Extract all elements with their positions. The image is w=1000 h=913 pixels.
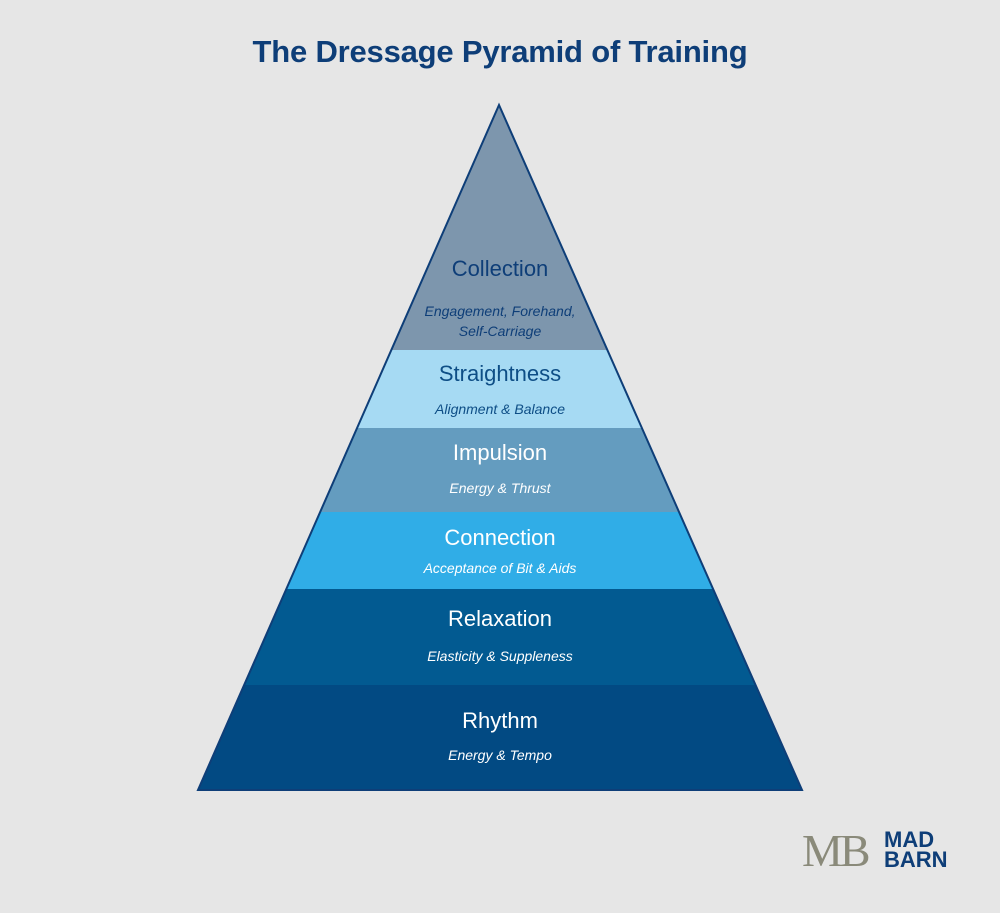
logo-word-barn: BARN [884,847,948,872]
pyramid-outline [196,102,804,791]
tier-label: Rhythm [462,708,538,733]
tier-label: Impulsion [453,440,547,465]
page-title: The Dressage Pyramid of Training [252,34,748,69]
tier-subtitle: Engagement, Forehand, [425,303,576,319]
tier-impulsion [320,428,680,512]
tier-label: Relaxation [448,606,552,631]
tier-subtitle: Self-Carriage [459,323,542,339]
tier-rhythm [198,685,802,790]
tier-subtitle: Energy & Thrust [449,480,551,496]
tier-label: Connection [444,525,555,550]
tier-straightness [357,350,642,428]
mad-barn-logo: MB MAD BARN [802,828,962,878]
tier-subtitle: Alignment & Balance [434,401,565,417]
tier-subtitle: Energy & Tempo [448,747,552,763]
logo-word-mad: MAD [884,827,935,852]
tier-connection [286,512,714,589]
logo-wordmark: MAD BARN [884,827,948,872]
tier-subtitle: Elasticity & Suppleness [427,648,573,664]
tier-collection [391,105,608,350]
tier-subtitle: Acceptance of Bit & Aids [423,560,577,576]
tier-relaxation [244,589,756,685]
tier-label: Straightness [439,361,561,386]
logo-monogram: MB [802,825,871,876]
tier-label: Collection [452,256,549,281]
